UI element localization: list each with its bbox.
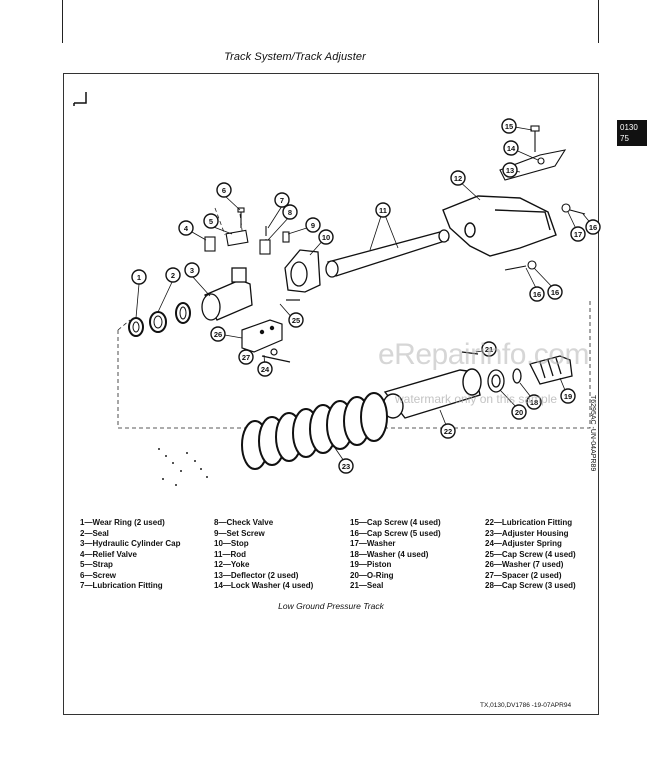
callout-6: 6	[222, 186, 226, 195]
legend-item: 13—Deflector (2 used)	[214, 570, 299, 580]
legend-item: 17—Washer	[350, 539, 396, 548]
callout-19: 19	[564, 392, 572, 401]
callout-16b: 16	[533, 290, 541, 299]
legend-column-4: 22—Lubrication Fitting 23—Adjuster Housi…	[485, 518, 576, 592]
hydraulic-cylinder-cap	[201, 267, 253, 321]
legend-item: 1—Wear Ring (2 used)	[80, 518, 165, 527]
corner-mark	[73, 92, 87, 106]
legend-item: 4—Relief Valve	[80, 549, 137, 559]
legend-item: 26—Washer (7 used)	[485, 560, 564, 569]
adjuster-housing	[382, 368, 482, 419]
stop-part	[284, 249, 321, 293]
page-title: Track System/Track Adjuster	[224, 51, 366, 63]
callout-1: 1	[137, 273, 141, 282]
legend-item: 24—Adjuster Spring	[485, 539, 562, 548]
illustration-frame	[63, 73, 599, 715]
side-figure-code: T6295AC -UN-04APR89	[589, 395, 616, 515]
callout-25: 25	[292, 316, 300, 325]
callout-20: 20	[515, 408, 523, 417]
legend-item: 3—Hydraulic Cylinder Cap	[80, 539, 181, 548]
callout-12: 12	[454, 174, 462, 183]
legend-column-1: 1—Wear Ring (2 used) 2—Seal 3—Hydraulic …	[80, 518, 180, 592]
legend-item: 28—Cap Screw (3 used)	[485, 581, 576, 590]
callout-9: 9	[311, 221, 315, 230]
legend-item: 15—Cap Screw (4 used)	[350, 518, 441, 527]
callout-26: 26	[214, 330, 222, 339]
legend-item: 18—Washer (4 used)	[350, 549, 429, 559]
section-tab-line2: 75	[620, 134, 629, 143]
legend-item: 14—Lock Washer (4 used)	[214, 581, 314, 590]
legend-item: 23—Adjuster Housing	[485, 528, 569, 538]
callout-24: 24	[261, 365, 270, 374]
hatching	[158, 448, 208, 486]
figure-caption: Low Ground Pressure Track	[278, 601, 384, 611]
callout-18: 18	[530, 398, 538, 407]
leader-lines	[135, 125, 594, 465]
legend-item: 21—Seal	[350, 581, 384, 590]
left-margin-line	[62, 0, 63, 43]
callout-22: 22	[444, 427, 452, 436]
legend-item: 19—Piston	[350, 560, 392, 569]
callout-23: 23	[342, 462, 350, 471]
callout-11: 11	[379, 206, 387, 215]
legend-item: 12—Yoke	[214, 560, 250, 569]
yoke-part	[442, 195, 557, 257]
rod-part	[325, 229, 450, 278]
adjuster-spring	[241, 392, 388, 470]
callout-17: 17	[574, 230, 582, 239]
legend-item: 10—Stop	[214, 539, 249, 548]
watermark-main: eRepairinfo.com	[378, 338, 589, 371]
callout-21: 21	[485, 345, 493, 354]
legend-item: 22—Lubrication Fitting	[485, 518, 573, 527]
legend-item: 7—Lubrication Fitting	[80, 581, 163, 590]
legend-item: 11—Rod	[214, 549, 247, 559]
legend-column-3: 15—Cap Screw (4 used) 16—Cap Screw (5 us…	[350, 518, 441, 592]
legend-item: 6—Screw	[80, 570, 117, 580]
right-margin-line	[598, 0, 599, 43]
legend-column-2: 8—Check Valve 9—Set Screw 10—Stop 11—Rod…	[214, 518, 313, 592]
piston-group	[461, 351, 573, 393]
legend-item: 8—Check Valve	[214, 518, 274, 527]
section-tab: 0130 75	[617, 120, 647, 146]
callout-8: 8	[288, 208, 292, 217]
callout-labels: 1 2 3 4 5 6 7 8 9 10 11 12 13 14 15 16 1…	[137, 122, 597, 471]
callout-10: 10	[322, 233, 330, 242]
callout-16a: 16	[589, 223, 597, 232]
spacer-group	[241, 299, 300, 363]
legend-item: 16—Cap Screw (5 used)	[350, 528, 441, 538]
callout-3: 3	[190, 266, 194, 275]
watermark-sub: watermark only on this sample	[395, 392, 558, 406]
callout-5: 5	[209, 217, 213, 226]
callout-bubbles	[131, 118, 601, 474]
callout-2: 2	[171, 271, 175, 280]
callout-27: 27	[242, 353, 250, 362]
legend-item: 9—Set Screw	[214, 528, 265, 538]
legend-item: 25—Cap Screw (4 used)	[485, 549, 576, 559]
callout-16c: 16	[551, 288, 559, 297]
legend-item: 20—O-Ring	[350, 570, 394, 580]
legend-item: 27—Spacer (2 used)	[485, 570, 562, 580]
callout-14: 14	[507, 144, 516, 153]
section-tab-line1: 0130	[620, 123, 638, 132]
legend-item: 5—Strap	[80, 560, 113, 569]
callout-13: 13	[506, 166, 514, 175]
side-figure-code-text: T6295AC -UN-04APR89	[589, 395, 596, 472]
callout-15: 15	[505, 122, 513, 131]
legend-item: 2—Seal	[80, 528, 109, 538]
callout-4: 4	[184, 224, 189, 233]
footer-code: TX,0130,DV1786 -19-07APR94	[480, 702, 572, 709]
callout-7: 7	[280, 196, 284, 205]
